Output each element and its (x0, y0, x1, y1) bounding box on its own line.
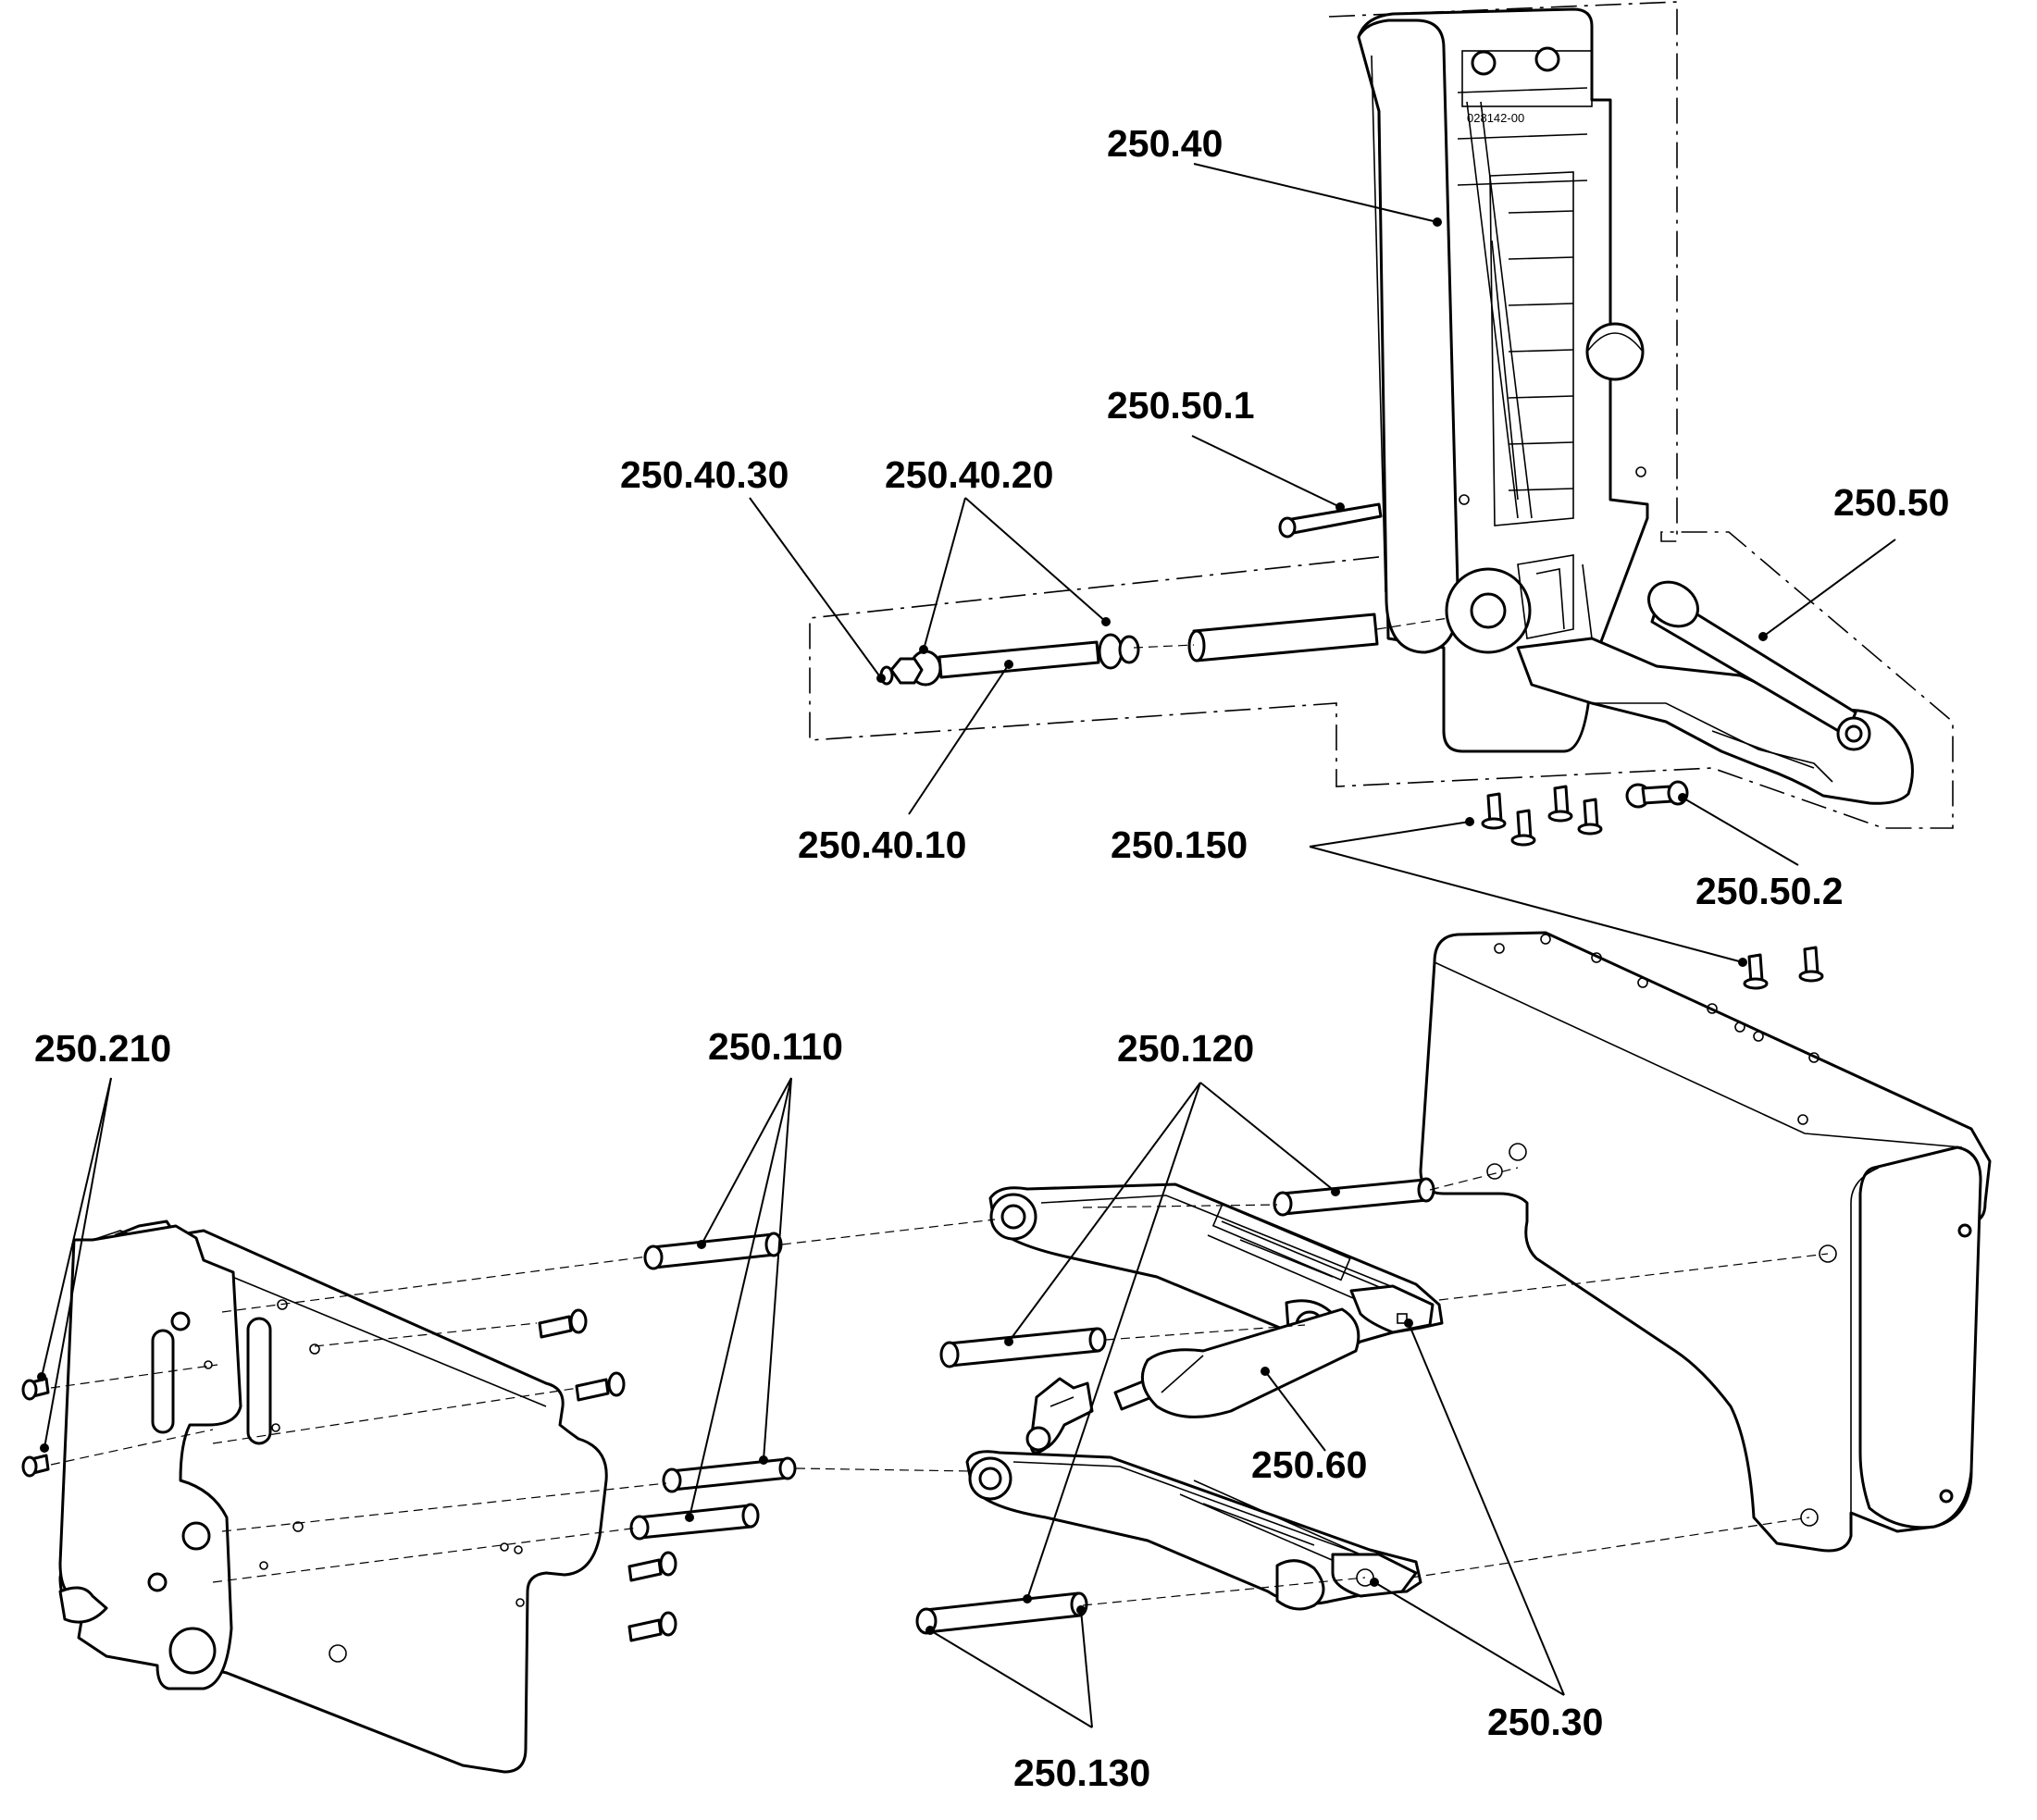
pin-250-50-1 (1278, 502, 1383, 539)
link-arm-upper-250-30 (988, 1182, 1444, 1356)
part-marking: 028142-00 (1467, 111, 1524, 125)
callout-250-50-1: 250.50.1 (1107, 384, 1255, 427)
spacer-tube (1187, 613, 1379, 662)
callout-250-120: 250.120 (1117, 1027, 1254, 1070)
callout-250-50-2: 250.50.2 (1695, 870, 1844, 912)
screws-250-150-upper (1481, 785, 1603, 847)
callout-250-130: 250.130 (1013, 1752, 1150, 1794)
plate-screws (538, 1308, 677, 1642)
callout-250-110: 250.110 (708, 1025, 843, 1068)
link-arm-lower-250-30 (965, 1450, 1422, 1611)
callout-250-210: 250.210 (34, 1027, 171, 1070)
callout-250-30: 250.30 (1487, 1701, 1603, 1743)
release-lever (1025, 1377, 1094, 1455)
pin-250-130 (915, 1591, 1088, 1635)
upper-subassembly-boundary (809, 1, 1954, 829)
callout-labels: 250.40 250.50.1 250.40.30 250.40.20 250.… (34, 122, 1949, 1794)
gas-strut-250-60 (1113, 1307, 1360, 1418)
recliner-arm-250-50 (1516, 580, 1914, 805)
leader-lines (37, 163, 1896, 1728)
back-frame-250-40: 028142-00 (1357, 7, 1649, 753)
bolt-250-50-2 (1625, 780, 1689, 809)
callout-250-150: 250.150 (1111, 823, 1248, 866)
pins-250-120 (939, 1177, 1435, 1368)
pins-250-110 (629, 1232, 797, 1541)
callout-250-40-30: 250.40.30 (620, 453, 789, 496)
side-plate (58, 1220, 608, 1774)
callout-250-40-20: 250.40.20 (885, 453, 1053, 496)
screws-250-210 (21, 1377, 50, 1478)
screws-250-150-lower (1743, 946, 1824, 990)
callout-250-50: 250.50 (1833, 481, 1949, 524)
assembly-axes (50, 617, 1829, 1606)
callout-250-60: 250.60 (1251, 1443, 1367, 1486)
callout-250-40: 250.40 (1107, 122, 1223, 165)
callout-250-40-10: 250.40.10 (798, 823, 966, 866)
bolt-assembly-250-40 (879, 633, 1140, 687)
seat-housing (1419, 931, 1992, 1553)
